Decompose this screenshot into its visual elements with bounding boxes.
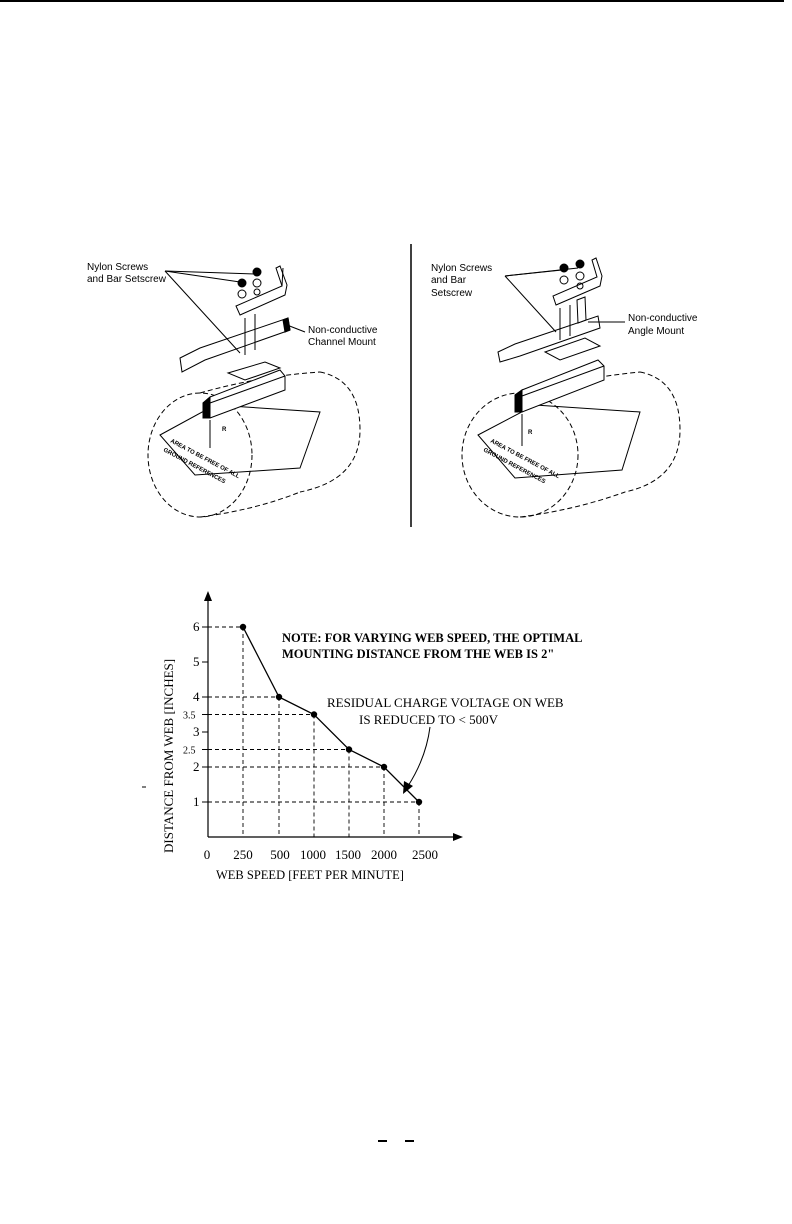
x-tick-label: 1500 <box>335 847 361 862</box>
area-cylinder-back <box>299 371 361 493</box>
series-line <box>242 626 420 803</box>
footer-mark-right <box>405 1140 414 1142</box>
chart-note-line-1: NOTE: FOR VARYING WEB SPEED, THE OPTIMAL <box>282 631 582 645</box>
x-axis-arrow <box>453 833 463 841</box>
data-point <box>380 763 388 771</box>
y-tick-label: 1 <box>193 794 200 809</box>
footer-mark-left <box>378 1140 387 1142</box>
area-cylinder-bottom <box>199 491 301 518</box>
chart-gridlines <box>208 626 420 837</box>
right-screws-label-2: and Bar <box>431 275 467 286</box>
footer-page-marks <box>378 1140 418 1146</box>
angle-mount <box>497 315 601 363</box>
y-tick-label: 3.5 <box>183 711 196 722</box>
distance-speed-chart: 1 2 2.5 3 3.5 4 5 6 0 250 500 1000 1500 2000 2500 DIST… <box>142 591 582 882</box>
y-tick-label: 4 <box>193 689 200 704</box>
annotation-arrow <box>407 726 431 787</box>
y-axis-label: DISTANCE FROM WEB [INCHES] <box>161 659 176 853</box>
data-point <box>239 623 247 631</box>
right-screws-label-1: Nylon Screws <box>431 263 492 274</box>
x-tick-label: 500 <box>270 847 290 862</box>
data-point <box>310 711 318 718</box>
x-axis-label: WEB SPEED [FEET PER MINUTE] <box>216 868 404 882</box>
left-bar-letter: R <box>222 427 227 433</box>
static-bar <box>514 359 605 413</box>
chart-points <box>239 623 423 806</box>
chart-note-line-2: MOUNTING DISTANCE FROM THE WEB IS 2" <box>282 647 554 661</box>
channel-mount-figure <box>147 265 361 518</box>
y-tick-label: 5 <box>193 654 200 669</box>
area-cylinder-top <box>199 371 321 394</box>
chart-series-line <box>242 626 420 803</box>
right-mount-label-1: Non-conductive <box>628 313 698 324</box>
bar-body-top <box>543 337 602 361</box>
x-tick-label: 2500 <box>412 847 438 862</box>
y-tick-label: 2 <box>193 759 200 774</box>
mounting-figures: Nylon Screws and Bar Setscrew Non-conduc… <box>87 244 698 527</box>
mount-leader <box>286 324 306 333</box>
right-bar-letter: R <box>528 430 533 436</box>
chart-ticks: 1 2 2.5 3 3.5 4 5 6 0 250 500 1000 1500 2000 2500 <box>183 619 438 862</box>
angle-mount-figure <box>461 257 681 518</box>
left-screws-label-2: and Bar Setscrew <box>87 274 167 285</box>
top-rule <box>0 0 784 2</box>
channel-mount <box>179 317 291 373</box>
ground-plane <box>477 404 641 479</box>
bracket <box>235 265 288 316</box>
y-tick-label: 2.5 <box>183 746 196 757</box>
screws-leader-2 <box>164 270 256 275</box>
annotation-arrowhead <box>403 781 413 794</box>
y-tick-label: 3 <box>193 724 200 739</box>
x-tick-label: 0 <box>204 847 211 862</box>
chart-annotation-line-2: IS REDUCED TO < 500V <box>359 712 499 727</box>
x-tick-label: 1000 <box>300 847 326 862</box>
nylon-screws <box>237 267 262 299</box>
bar-end <box>202 395 211 419</box>
screws-leader-3 <box>164 270 241 354</box>
data-point <box>345 746 353 753</box>
data-point <box>415 798 423 806</box>
y-axis-arrow <box>204 591 212 601</box>
right-mount-label-2: Angle Mount <box>628 326 684 337</box>
screws-leader-1 <box>164 270 241 283</box>
x-tick-label: 250 <box>233 847 253 862</box>
left-mount-label-1: Non-conductive <box>308 325 378 336</box>
left-mount-label-2: Channel Mount <box>308 337 376 348</box>
x-tick-label: 2000 <box>371 847 397 862</box>
data-point <box>275 693 283 701</box>
left-screws-label-1: Nylon Screws <box>87 262 148 273</box>
chart-annotation-line-1: RESIDUAL CHARGE VOLTAGE ON WEB <box>327 695 564 710</box>
y-tick-label: 6 <box>193 619 200 634</box>
bar-body-top <box>226 361 282 381</box>
right-screws-label-3: Setscrew <box>431 288 473 299</box>
bracket <box>552 257 603 306</box>
